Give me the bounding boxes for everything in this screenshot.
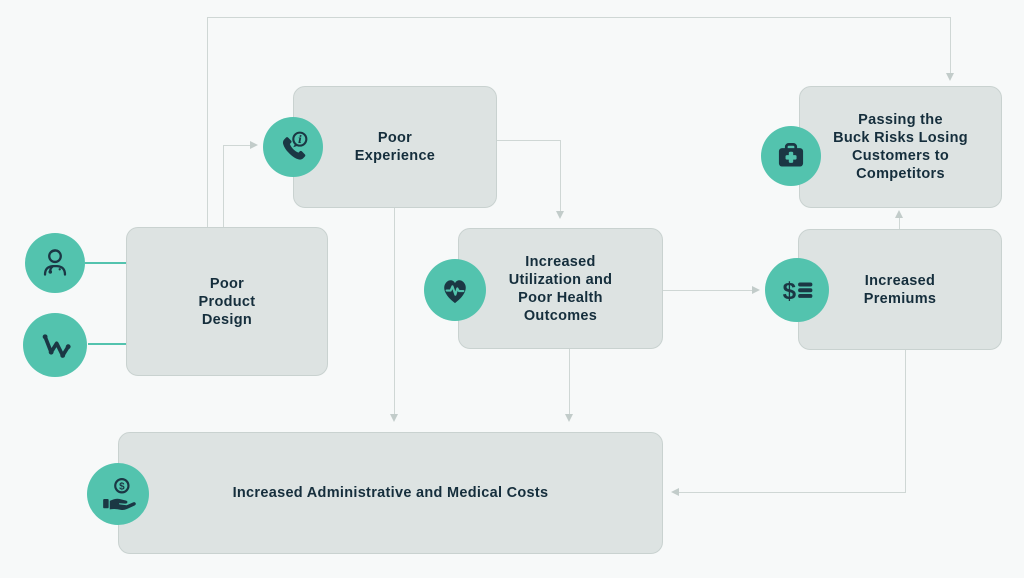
arrowhead-into-costs-left xyxy=(389,414,398,422)
node-label: Increased Premiums xyxy=(863,272,937,307)
medical-kit-icon xyxy=(761,126,821,186)
node-label: Increased Administrative and Medical Cos… xyxy=(232,485,549,501)
node-label: Poor Product Design xyxy=(198,275,256,328)
connector-premiums-down xyxy=(905,350,906,492)
connector-design-to-top xyxy=(207,17,208,227)
dollar-list-icon: $ xyxy=(765,258,829,322)
connector-premiums-to-buck xyxy=(899,218,900,229)
arrowhead-into-buck xyxy=(946,73,954,81)
line-chart-icon xyxy=(23,313,87,377)
connector-utilization-to-premiums xyxy=(663,290,752,291)
node-label: Poor Experience xyxy=(354,130,436,164)
arrowhead-into-premiums xyxy=(752,285,760,294)
arrowhead-into-experience xyxy=(250,140,258,149)
hand-coin-icon: $ xyxy=(87,463,149,525)
arrowhead-into-costs-mid xyxy=(564,414,573,422)
connector-utilization-down xyxy=(569,349,570,414)
node-passing-the-buck: Passing the Buck Risks Losing Customers … xyxy=(799,86,1002,208)
heart-pulse-icon xyxy=(424,259,486,321)
connector-design-to-experience xyxy=(223,145,250,146)
connector-experience-down xyxy=(394,208,395,414)
arrowhead-into-utilization xyxy=(555,211,564,219)
arrowhead-into-costs-right xyxy=(671,487,679,496)
svg-text:$: $ xyxy=(119,482,125,493)
node-label: Increased Utilization and Poor Health Ou… xyxy=(508,253,613,324)
connector-experience-to-utilization xyxy=(560,140,561,211)
phone-info-icon: i xyxy=(263,117,323,177)
connector-experience-right xyxy=(497,140,560,141)
node-increased-utilization: Increased Utilization and Poor Health Ou… xyxy=(458,228,663,349)
connector-top-horizontal xyxy=(207,17,950,18)
svg-text:i: i xyxy=(298,134,302,146)
doctor-icon xyxy=(25,233,85,293)
node-poor-experience: Poor Experience xyxy=(293,86,497,208)
arrowhead-up-into-buck xyxy=(894,210,903,218)
node-label: Passing the Buck Risks Losing Customers … xyxy=(833,112,968,182)
teal-link-doctor xyxy=(85,262,126,264)
teal-link-chart xyxy=(88,343,126,345)
node-admin-medical-costs: Increased Administrative and Medical Cos… xyxy=(118,432,663,554)
connector-top-to-buck xyxy=(950,17,951,73)
svg-text:$: $ xyxy=(783,278,797,305)
connector-design-up xyxy=(223,145,224,227)
node-poor-product-design: Poor Product Design xyxy=(126,227,328,376)
connector-premiums-to-costs xyxy=(679,492,906,493)
node-increased-premiums: Increased Premiums xyxy=(798,229,1002,350)
